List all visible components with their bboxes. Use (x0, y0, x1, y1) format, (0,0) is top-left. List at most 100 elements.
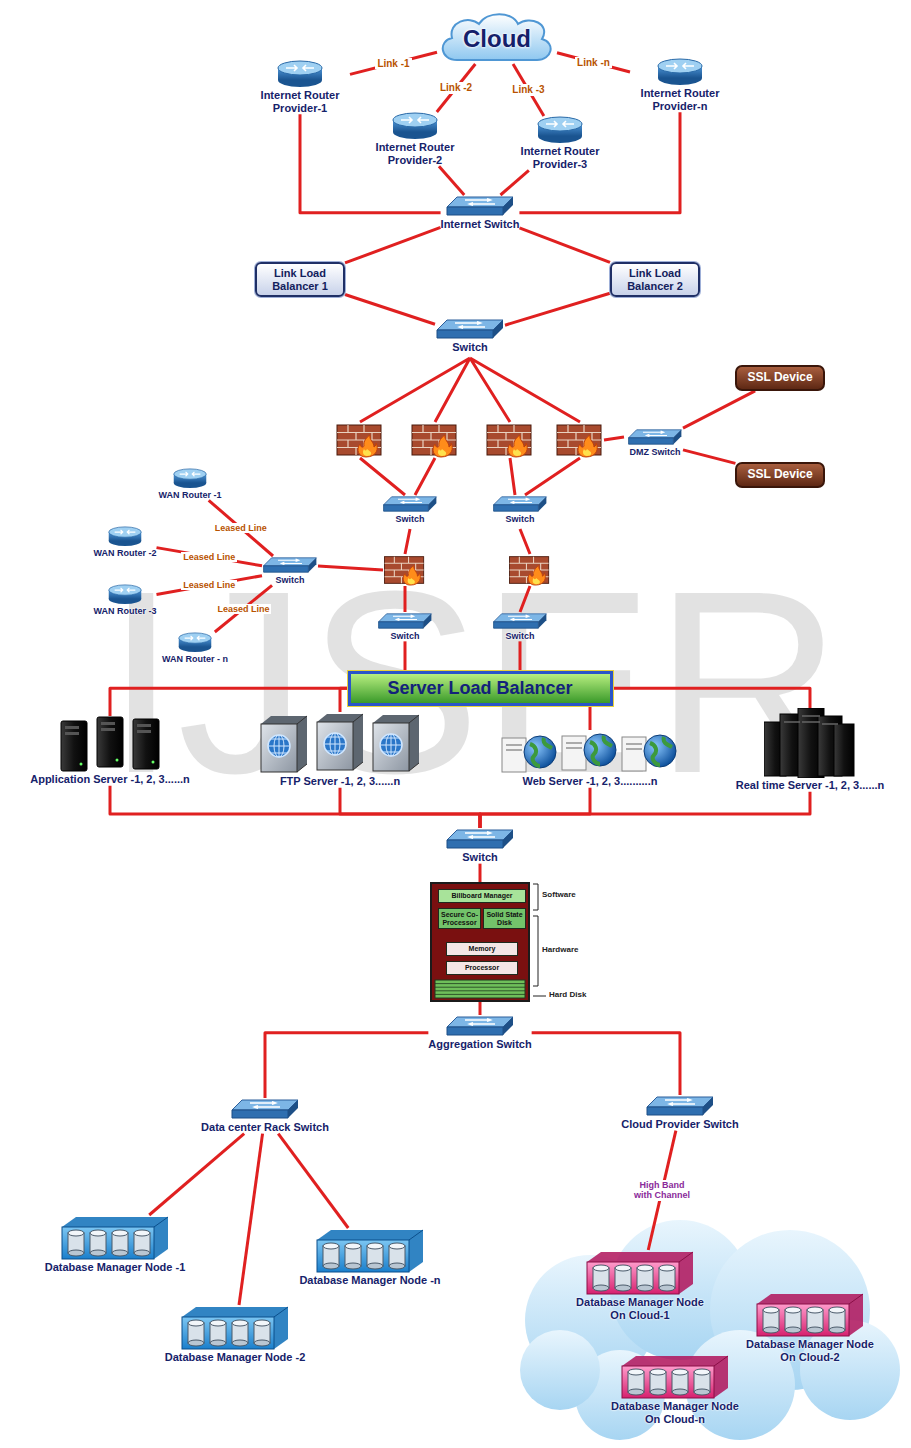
annotation-label: Hardware (542, 946, 578, 955)
firewall-symbol (337, 425, 601, 585)
network-link (519, 228, 610, 263)
hardware-part: Billboard Manager (438, 889, 526, 903)
node-label: Memory (448, 945, 516, 953)
device-icon (435, 318, 505, 340)
wan-router: WAN Router -1 (159, 468, 222, 500)
node-label: Database Manager Node -2 (165, 1350, 306, 1364)
node-label: Switch (452, 340, 487, 354)
server-load-balancer: Server Load Balancer (348, 671, 613, 706)
device-icon (620, 1354, 730, 1399)
node-label: WAN Router -1 (159, 489, 222, 500)
node-label: Link Load Balancer 1 (264, 267, 336, 292)
node-label: Cloud Provider Switch (621, 1117, 738, 1131)
annotation-label: Hard Disk (549, 991, 586, 1000)
node-label: SSL Device (747, 468, 812, 482)
network-switch: Cloud Provider Switch (621, 1095, 738, 1131)
device-icon (755, 1292, 865, 1337)
network-link (683, 391, 755, 428)
link-label: Leased Line (215, 604, 271, 614)
ssl-device-box: SSL Device (735, 365, 824, 391)
device-icon (645, 1095, 715, 1117)
device-icon (230, 1098, 300, 1120)
device-symbol (232, 1100, 298, 1118)
server-group: Real time Server -1, 2, 3......n (736, 708, 885, 792)
node-label: Database Manager Node -n (299, 1273, 440, 1287)
link-label: Leased Line (213, 523, 269, 533)
network-link (157, 576, 263, 595)
device-symbol (317, 1230, 423, 1272)
device-symbol (61, 721, 87, 771)
network-link (613, 688, 810, 708)
device-icon (492, 495, 548, 513)
network-link (215, 585, 272, 632)
link-label: Link -1 (375, 58, 411, 70)
device-symbol (764, 708, 854, 778)
internet-router: Internet Router Provider-3 (510, 116, 610, 170)
node-label: Switch (505, 630, 534, 641)
node-label: Application Server -1, 2, 3......n (30, 772, 190, 786)
device-icon (60, 1215, 170, 1260)
wan-router: WAN Router - n (162, 632, 228, 664)
link-label: Leased Line (181, 580, 237, 590)
node-label: Internet Router Provider-3 (510, 144, 610, 170)
device-icon (537, 116, 583, 144)
database-node: Database Manager Node -2 (165, 1305, 306, 1364)
network-link (683, 450, 735, 464)
network-switch: Switch (377, 612, 433, 641)
device-icon (445, 1015, 515, 1037)
network-link (480, 788, 590, 828)
device-symbol (757, 1294, 863, 1336)
device-symbol (587, 1252, 693, 1294)
network-link (149, 1134, 244, 1215)
database-node: Database Manager Node On Cloud-n (608, 1354, 743, 1425)
node-label: Switch (395, 513, 424, 524)
device-icon (262, 556, 318, 574)
network-link (278, 1134, 348, 1228)
device-symbol (447, 197, 513, 215)
internet-router: Internet Router Provider-2 (365, 112, 465, 166)
server-group: Application Server -1, 2, 3......n (30, 716, 190, 786)
device-symbol (622, 1356, 728, 1398)
device-symbol (437, 320, 503, 338)
network-link (437, 64, 476, 112)
device-icon (764, 708, 856, 778)
network-switch: Switch (445, 828, 515, 864)
device-icon (500, 730, 680, 774)
device-icon (277, 60, 323, 88)
node-label: SSL Device (747, 371, 812, 385)
device-symbol (384, 497, 437, 511)
network-switch: Data center Rack Switch (201, 1098, 329, 1134)
network-link (239, 1134, 263, 1305)
network-link (532, 1033, 680, 1095)
node-label: WAN Router -2 (94, 547, 157, 558)
node-label: Switch (505, 513, 534, 524)
wan-router: WAN Router -2 (94, 526, 157, 558)
network-link (157, 548, 263, 566)
device-icon (60, 716, 160, 772)
network-switch: Switch (435, 318, 505, 354)
hardware-part: Solid State Disk (483, 908, 526, 929)
hardware-part: Secure Co-Processor (438, 908, 481, 929)
billboard-device: Billboard ManagerSecure Co-Processor Soli… (430, 882, 530, 1002)
node-label: Secure Co-Processor (440, 911, 479, 926)
network-switch: Switch (262, 556, 318, 585)
device-symbol (562, 734, 616, 770)
node-label: Solid State Disk (485, 911, 524, 926)
device-symbol (62, 1217, 168, 1259)
device-icon (627, 428, 683, 446)
device-symbol (494, 497, 547, 511)
disk-stripe (435, 994, 525, 995)
internet-cloud: Cloud (437, 10, 557, 64)
device-symbol (278, 61, 322, 87)
device-icon (585, 1250, 695, 1295)
device-symbol (174, 469, 207, 488)
device-symbol (658, 59, 702, 85)
link-label: Link -n (575, 57, 612, 69)
device-symbol (373, 715, 419, 771)
network-link (505, 293, 610, 325)
node-label: Web Server -1, 2, 3..........n (523, 774, 658, 788)
device-icon (382, 495, 438, 513)
internet-router: Internet Router Provider-n (630, 58, 730, 112)
device-icon (445, 195, 515, 217)
